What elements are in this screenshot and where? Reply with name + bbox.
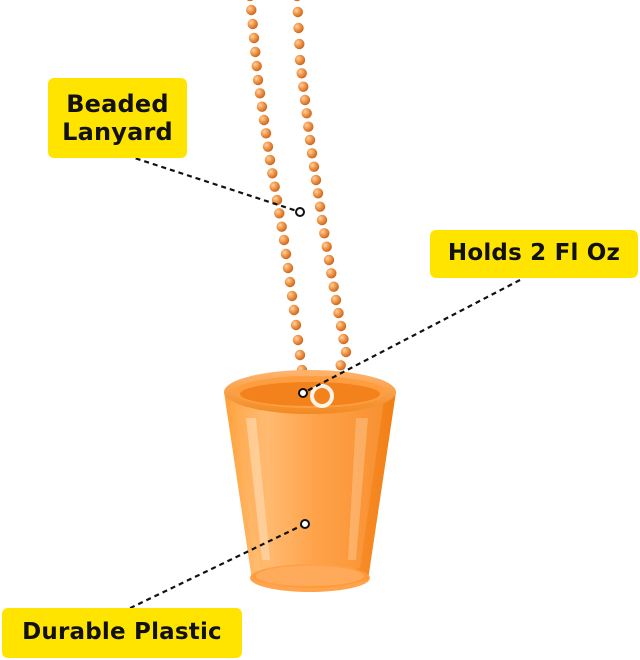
bead <box>308 161 320 172</box>
bead <box>288 304 300 316</box>
leader-line-durable <box>121 523 306 613</box>
leader-dot-durable <box>300 519 310 529</box>
bead <box>282 262 294 274</box>
beaded-lanyard-label: Beaded Lanyard <box>48 78 187 158</box>
bead <box>267 168 278 179</box>
bead <box>338 333 349 345</box>
bead <box>262 141 274 152</box>
bead <box>260 128 272 139</box>
holds-capacity-label: Holds 2 Fl Oz <box>430 230 638 278</box>
bead <box>301 108 312 119</box>
bead <box>258 114 270 126</box>
bead <box>294 54 306 66</box>
leader-line-beaded <box>109 148 301 214</box>
bead <box>335 320 347 332</box>
bead <box>321 241 332 252</box>
bead <box>290 319 302 331</box>
bead <box>314 201 326 212</box>
bead <box>292 6 303 18</box>
bead <box>269 181 280 192</box>
bead <box>306 148 318 159</box>
bead <box>274 208 285 219</box>
leader-line-holds <box>302 279 521 394</box>
leader-dot-beaded <box>295 207 305 217</box>
bead <box>278 234 290 246</box>
bead <box>254 88 266 99</box>
bead <box>303 121 314 132</box>
bead <box>316 214 328 226</box>
bead <box>251 60 262 72</box>
bead <box>319 228 330 239</box>
bead <box>246 4 257 16</box>
bead-strand-left <box>246 0 308 376</box>
bead <box>296 68 307 79</box>
bead <box>335 360 346 371</box>
bead <box>294 38 305 50</box>
bead <box>264 154 276 166</box>
bead <box>328 281 339 292</box>
bead <box>250 46 261 58</box>
bead <box>299 94 311 106</box>
bead <box>304 134 316 146</box>
bead <box>330 294 342 306</box>
bead <box>252 74 264 86</box>
bead <box>284 276 296 288</box>
bead <box>294 349 306 361</box>
bead <box>298 81 309 92</box>
leader-lines <box>109 148 521 613</box>
bead <box>323 254 335 266</box>
bead <box>310 174 322 186</box>
leader-dot-holds <box>298 388 308 398</box>
bead <box>246 0 254 2</box>
bead <box>292 334 304 346</box>
shot-glass <box>224 370 396 592</box>
bead <box>326 268 337 279</box>
bead <box>293 0 301 2</box>
bead <box>312 188 324 199</box>
bead <box>248 32 260 44</box>
leader-dots <box>295 207 310 529</box>
bead <box>280 248 292 260</box>
durable-plastic-label: Durable Plastic <box>2 608 242 658</box>
bead <box>256 101 268 112</box>
bead <box>247 18 258 30</box>
bead <box>340 346 352 358</box>
bead <box>276 221 287 232</box>
bead <box>333 307 344 319</box>
bead <box>293 22 304 34</box>
bead <box>286 290 298 302</box>
